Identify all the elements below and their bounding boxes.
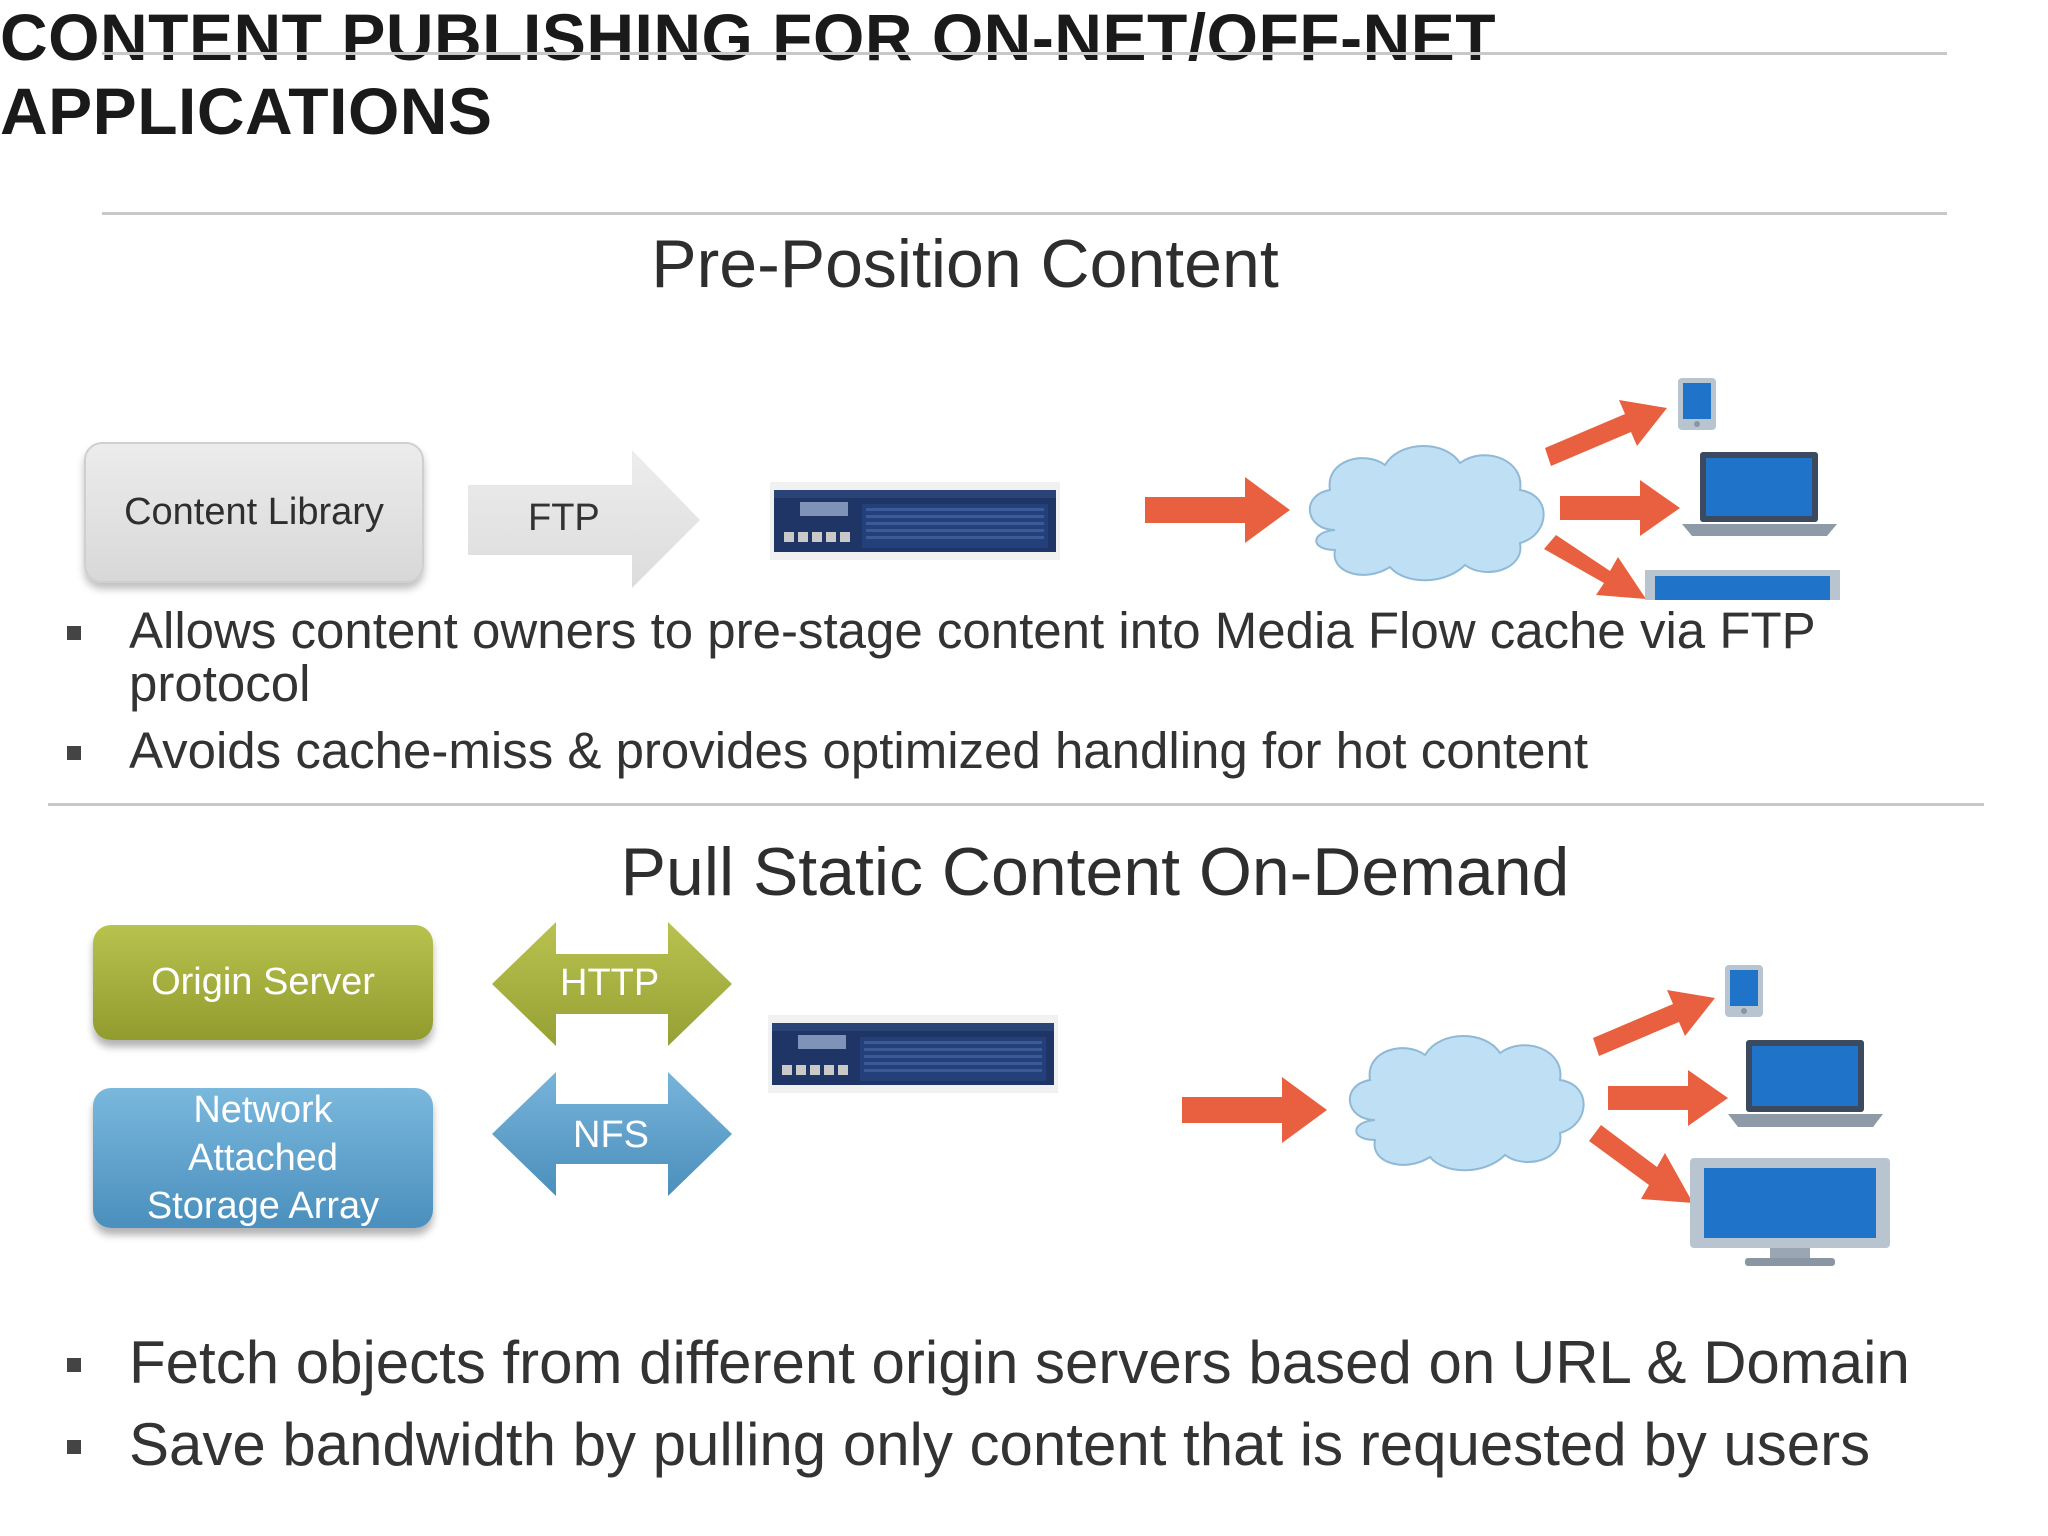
nas-box: Network Attached Storage Array (93, 1088, 433, 1228)
delivery-arrow (1182, 1077, 1327, 1143)
server-appliance-icon (768, 1015, 1058, 1093)
laptop-icon (1682, 452, 1837, 536)
cloud-icon (1349, 1035, 1585, 1172)
section1-bullets: Allows content owners to pre-stage conte… (67, 604, 1967, 777)
slide-title: CONTENT PUBLISHING FOR ON-NET/OFF-NET AP… (0, 0, 1497, 148)
nas-label: Network Attached Storage Array (146, 1089, 380, 1227)
bullet-square-icon (67, 1358, 81, 1372)
bullet-square-icon (67, 1440, 81, 1454)
section-divider (48, 803, 1984, 806)
fanout-arrow-laptop (1560, 480, 1680, 536)
section2-heading: Pull Static Content On-Demand (620, 834, 1570, 910)
server-appliance-icon (770, 482, 1060, 560)
nfs-label: NFS (573, 1114, 649, 1156)
content-library-label: Content Library (124, 491, 384, 533)
bullet-item: Fetch objects from different origin serv… (67, 1328, 2017, 1398)
monitor-icon (1690, 1158, 1890, 1266)
bullet-text: Fetch objects from different origin serv… (129, 1329, 1910, 1396)
fanout-arrow-tablet (1545, 400, 1667, 466)
title-top-rule (102, 52, 1947, 55)
bullet-text: Save bandwidth by pulling only content t… (129, 1411, 1871, 1478)
laptop-icon (1728, 1040, 1883, 1127)
fanout-arrow-laptop (1608, 1070, 1728, 1126)
http-arrow (492, 922, 732, 1046)
bullet-item: Save bandwidth by pulling only content t… (67, 1410, 2017, 1480)
section1-heading: Pre-Position Content (651, 226, 1279, 302)
fanout-arrow-monitor (1589, 1125, 1693, 1203)
ftp-label: FTP (528, 497, 600, 539)
title-bottom-rule (102, 212, 1947, 215)
bullet-square-icon (67, 746, 81, 760)
monitor-icon (1645, 570, 1840, 600)
tablet-icon (1725, 965, 1763, 1017)
origin-server-label: Origin Server (151, 961, 375, 1003)
bullet-text: Allows content owners to pre-stage conte… (129, 602, 1815, 712)
nfs-arrow (492, 1072, 732, 1196)
fanout-arrow-monitor (1544, 535, 1646, 599)
tablet-icon (1678, 378, 1716, 430)
content-library-box: Content Library (84, 442, 424, 583)
bullet-item: Allows content owners to pre-stage conte… (67, 604, 1967, 710)
bullet-text: Avoids cache-miss & provides optimized h… (129, 722, 1589, 779)
bullet-item: Avoids cache-miss & provides optimized h… (67, 724, 1967, 777)
http-label: HTTP (560, 962, 660, 1004)
bullet-square-icon (67, 626, 81, 640)
origin-server-box: Origin Server (93, 925, 433, 1040)
cloud-icon (1309, 445, 1545, 582)
section2-bullets: Fetch objects from different origin serv… (67, 1328, 2017, 1480)
ftp-arrow (468, 450, 700, 588)
delivery-arrow (1145, 477, 1290, 543)
fanout-arrow-tablet (1593, 990, 1715, 1056)
